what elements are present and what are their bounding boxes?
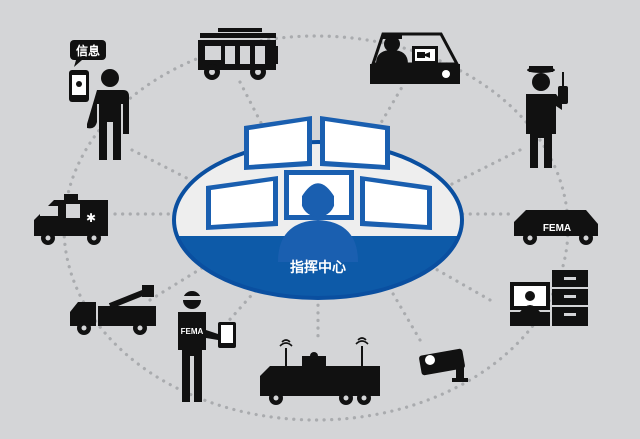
civilian-with-phone-icon: 信息 [69,40,129,160]
command-center: 指挥中心 [172,116,464,300]
fire-truck-icon [198,28,278,80]
operator-icon [278,180,358,262]
utility-bucket-truck-icon [70,285,156,335]
message-badge-text: 信息 [76,43,100,58]
patrol-car-officer-icon [370,32,460,84]
fema-suv-icon: FEMA [514,210,598,245]
mobile-command-vehicle-icon [260,337,380,405]
police-officer-icon [526,66,568,168]
ambulance-icon: ✱ [34,194,108,245]
monitor-wall [206,116,432,230]
responder-fema-text: FEMA [181,327,204,336]
message-badge [70,40,106,60]
command-center-label: 指挥中心 [290,259,346,276]
workstation-operator-icon [510,270,588,326]
security-camera-icon [419,348,468,382]
svg-text:✱: ✱ [86,211,96,225]
fema-responder-icon: FEMA [178,291,236,402]
suv-fema-text: FEMA [543,223,571,234]
